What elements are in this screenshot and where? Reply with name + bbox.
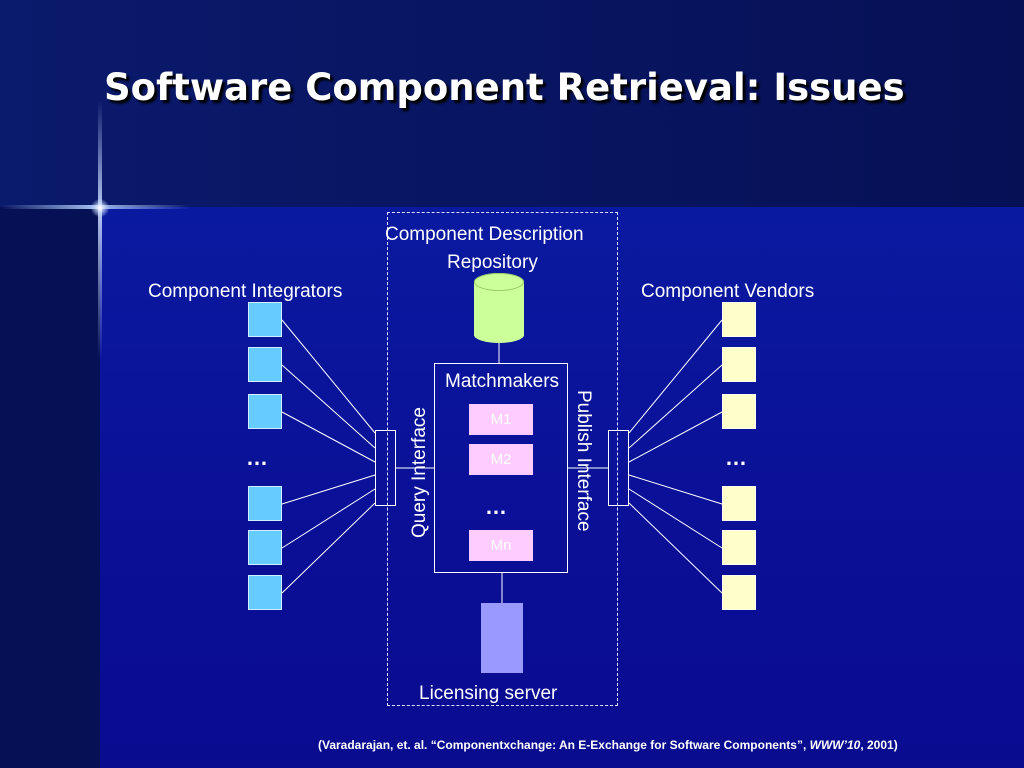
integrators-ellipsis: …: [246, 445, 268, 470]
integrator-box: [248, 575, 282, 610]
integrator-box: [248, 530, 282, 565]
repository-top: [474, 273, 524, 291]
integrator-box: [248, 347, 282, 382]
vendor-connector: [628, 488, 723, 549]
integrator-box: [248, 486, 282, 521]
integrator-connector: [281, 502, 376, 594]
publish-interface-label: Publish Interface: [573, 390, 594, 532]
star-flare-icon: [91, 199, 109, 217]
publish-interface-port: [608, 430, 629, 506]
matchmakers-box: [434, 363, 568, 573]
background-top: [0, 0, 1024, 207]
licensing-server-label: Licensing server: [419, 683, 558, 704]
citation-venue: WWW’10: [809, 738, 861, 752]
vendor-box: [722, 347, 756, 382]
matchmakers-label: Matchmakers: [445, 371, 560, 392]
integrator-box: [248, 302, 282, 337]
repository-icon: [474, 283, 524, 336]
repository-label-line2: Repository: [447, 252, 538, 273]
matchmaker-m2: M2: [469, 444, 533, 475]
vendors-label: Component Vendors: [641, 281, 815, 302]
vendor-box: [722, 394, 756, 429]
query-interface-label: Query Interface: [409, 407, 430, 538]
vendor-box: [722, 530, 756, 565]
citation-suffix: , 2001): [860, 738, 898, 752]
integrator-connector: [281, 364, 376, 449]
integrator-connector: [281, 411, 376, 463]
vendor-connector: [628, 474, 723, 505]
slide-title: Software Component Retrieval: Issues: [104, 66, 905, 109]
vendor-connector: [628, 411, 723, 463]
integrator-connector: [281, 319, 376, 434]
exchange-boundary: [387, 212, 618, 706]
matchmakers-ellipsis: …: [485, 494, 507, 519]
matchmaker-mn: Mn: [469, 530, 533, 561]
vendor-connector: [628, 502, 723, 594]
matchmaker-m1: M1: [469, 404, 533, 435]
vendor-box: [722, 302, 756, 337]
integrator-box: [248, 394, 282, 429]
vendor-box: [722, 575, 756, 610]
citation: (Varadarajan, et. al. “Componentxchange:…: [318, 738, 898, 752]
integrator-connector: [281, 488, 376, 549]
citation-prefix: (Varadarajan, et. al. “Componentxchange:…: [318, 738, 810, 752]
star-flare-vertical: [98, 100, 102, 360]
vendor-box: [722, 486, 756, 521]
repository-label-line1: Component Description: [385, 224, 584, 245]
vendor-connector: [628, 319, 723, 434]
vendors-ellipsis: …: [725, 445, 747, 470]
integrator-connector: [281, 474, 376, 505]
background-left: [0, 207, 100, 768]
licensing-server-icon: [481, 603, 523, 673]
query-interface-port: [375, 430, 396, 506]
vendor-connector: [628, 364, 723, 449]
integrators-label: Component Integrators: [148, 281, 343, 302]
